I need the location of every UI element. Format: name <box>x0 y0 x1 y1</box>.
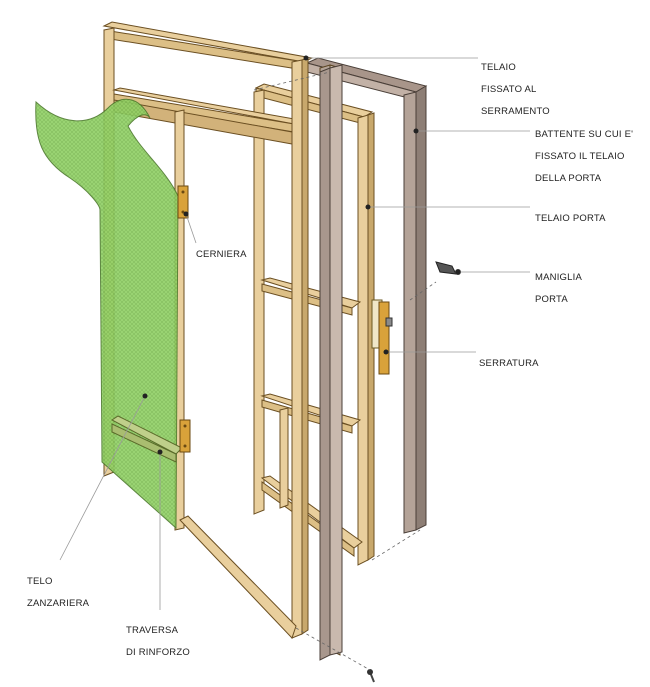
hinge-upper <box>177 185 189 219</box>
label-cerniera: CERNIERA <box>196 249 247 260</box>
label-telo: TELO ZANZARIERA <box>27 576 90 609</box>
leader-lines <box>59 57 530 610</box>
fixing-screw <box>367 669 375 683</box>
label-traversa: TRAVERSA DI RINFORZO <box>126 625 190 658</box>
label-telaio-fissato: TELAIO FISSATO AL SERRAMENTO <box>481 62 550 117</box>
label-telaio-porta: TELAIO PORTA <box>535 213 606 224</box>
battente-front-post <box>319 64 343 661</box>
telaio-porta <box>253 83 375 566</box>
leader-dots <box>142 55 461 455</box>
hinge-lower <box>179 419 191 453</box>
door-lock <box>371 299 393 375</box>
assembly-lines <box>253 71 437 671</box>
label-battente: BATTENTE SU CUI E' FISSATO IL TELAIO DEL… <box>535 129 634 184</box>
label-maniglia: MANIGLIA PORTA <box>535 272 582 305</box>
label-serratura: SERRATURA <box>479 358 539 369</box>
